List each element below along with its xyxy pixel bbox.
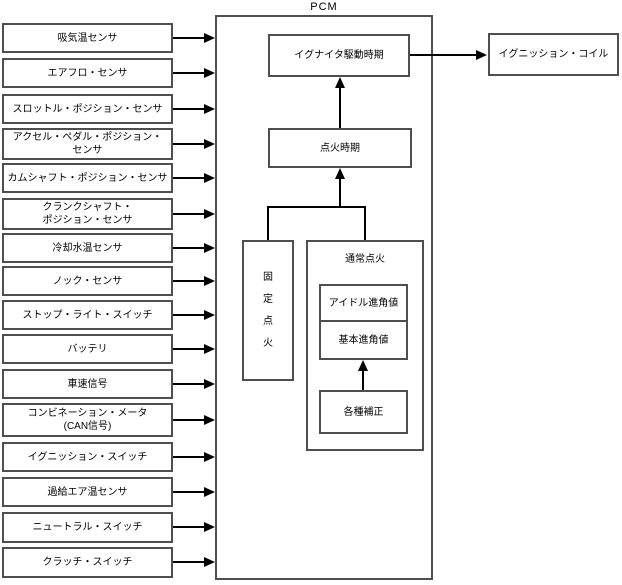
base-advance-value-box: 基本進角値 <box>319 320 408 360</box>
arrowhead-right-icon <box>204 68 215 78</box>
input-arrow-line <box>173 247 204 249</box>
input-arrow-line <box>173 419 204 421</box>
arrowhead-right-icon <box>204 243 215 253</box>
input-arrow-line <box>173 72 204 74</box>
connector-line <box>364 206 366 240</box>
arrowhead-right-icon <box>204 487 215 497</box>
arrowhead-right-icon <box>204 310 215 320</box>
input-arrow-line <box>173 314 204 316</box>
arrowhead-right-icon <box>204 173 215 183</box>
arrowhead-up-icon <box>335 168 345 179</box>
input-arrow-line <box>173 348 204 350</box>
input-accelerator-pedal-position-sensor: アクセル・ペダル・ポジション・ センサ <box>2 128 173 160</box>
ignition-timing-box: 点火時期 <box>268 128 412 168</box>
arrowhead-right-icon <box>204 276 215 286</box>
input-airflow-sensor: エアフロ・センサ <box>2 58 173 88</box>
input-crankshaft-position-sensor: クランクシャフト・ ポジション・センサ <box>2 198 173 230</box>
input-knock-sensor: ノック・センサ <box>2 266 173 296</box>
pcm-label: PCM <box>310 1 338 13</box>
arrowhead-right-icon <box>204 33 215 43</box>
arrowhead-right-icon <box>204 139 215 149</box>
input-arrow-line <box>173 177 204 179</box>
input-arrow-line <box>173 383 204 385</box>
input-ignition-switch: イグニッション・スイッチ <box>2 442 173 472</box>
arrowhead-up-icon <box>358 360 368 371</box>
input-arrow-line <box>173 526 204 528</box>
input-arrow-line <box>173 456 204 458</box>
arrowhead-right-icon <box>476 50 487 60</box>
input-arrow-line <box>173 280 204 282</box>
input-throttle-position-sensor: スロットル・ポジション・センサ <box>2 94 173 124</box>
output-arrow-line <box>410 54 476 56</box>
input-intake-air-temp-sensor: 吸気温センサ <box>2 23 173 53</box>
input-arrow-line <box>173 491 204 493</box>
input-vehicle-speed-signal: 車速信号 <box>2 369 173 399</box>
arrowhead-right-icon <box>204 522 215 532</box>
connector-line <box>339 86 341 128</box>
input-coolant-temp-sensor: 冷却水温センサ <box>2 233 173 263</box>
normal-ignition-label: 通常点火 <box>345 254 385 265</box>
input-neutral-switch: ニュートラル・スイッチ <box>2 512 173 543</box>
input-combination-meter-can: コンビネーション・メータ (CAN信号) <box>2 403 173 437</box>
arrowhead-right-icon <box>204 379 215 389</box>
input-charge-air-temp-sensor: 過給エア温センサ <box>2 477 173 507</box>
arrowhead-right-icon <box>204 344 215 354</box>
input-arrow-line <box>173 561 204 563</box>
connector-line <box>362 369 364 390</box>
input-clutch-switch: クラッチ・スイッチ <box>2 547 173 578</box>
ignition-coil-box: イグニッション・コイル <box>488 33 619 76</box>
arrowhead-right-icon <box>204 209 215 219</box>
input-battery: バッテリ <box>2 334 173 364</box>
arrowhead-right-icon <box>204 557 215 567</box>
idle-advance-value-box: アイドル進角値 <box>319 284 408 322</box>
input-arrow-line <box>173 37 204 39</box>
input-arrow-line <box>173 143 204 145</box>
input-arrow-line <box>173 213 204 215</box>
input-camshaft-position-sensor: カムシャフト・ポジション・センサ <box>2 163 173 193</box>
fixed-ignition-box: 固 定 点 火 <box>242 240 294 381</box>
arrowhead-right-icon <box>204 415 215 425</box>
connector-line <box>339 177 341 207</box>
arrowhead-right-icon <box>204 104 215 114</box>
branch-line <box>267 206 366 208</box>
igniter-drive-timing-box: イグナイタ駆動時期 <box>268 34 410 77</box>
arrowhead-up-icon <box>335 77 345 88</box>
connector-line <box>267 206 269 240</box>
input-arrow-line <box>173 108 204 110</box>
various-corrections-box: 各種補正 <box>319 390 408 434</box>
input-stop-light-switch: ストップ・ライト・スイッチ <box>2 300 173 330</box>
arrowhead-right-icon <box>204 452 215 462</box>
